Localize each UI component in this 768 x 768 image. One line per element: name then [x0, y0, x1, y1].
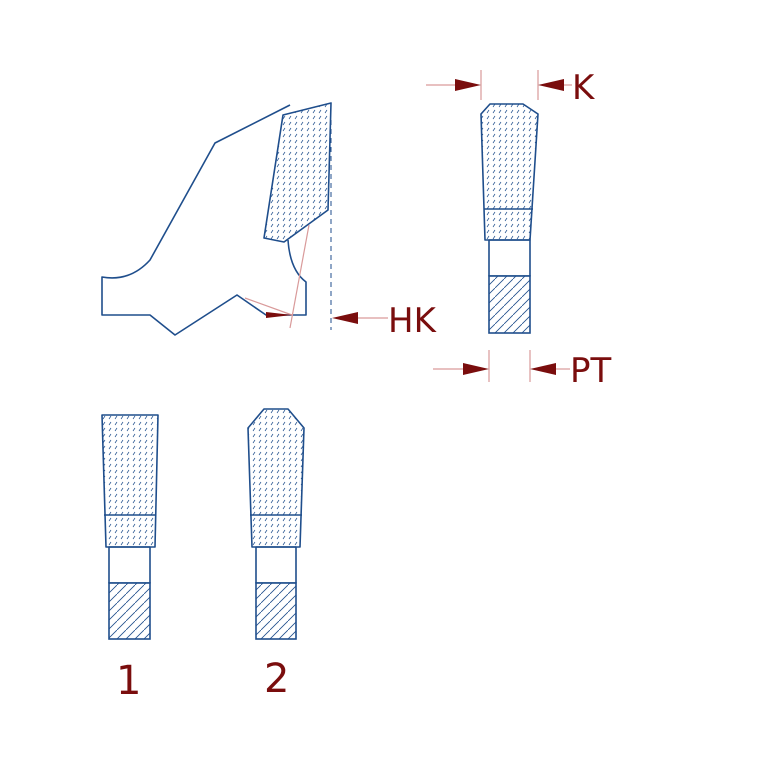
- plate-thickness-dimension: PT: [433, 350, 612, 391]
- tooth-variant-1: 1: [101, 414, 159, 704]
- variant-1-tip: [101, 414, 159, 548]
- k-arrow-right: [538, 79, 564, 91]
- tooth-side-view: [101, 102, 332, 336]
- tooth-front-view: [480, 103, 539, 334]
- plate-upper: [488, 239, 531, 277]
- pt-label: PT: [570, 351, 612, 391]
- hook-arrow-small: [266, 312, 292, 318]
- carbide-tip-side: [263, 102, 332, 243]
- k-arrow-left: [455, 79, 481, 91]
- plate-hatched: [488, 275, 531, 334]
- variant-1-plate-upper: [108, 546, 151, 584]
- variant-2-plate-hatched: [255, 582, 297, 640]
- hook-angle-line: [289, 224, 310, 329]
- variant-2-tip: [247, 408, 305, 548]
- pt-arrow-left: [463, 363, 489, 375]
- variant-1-plate-hatched: [108, 582, 151, 640]
- k-label: K: [572, 68, 596, 108]
- tooth-body-outline: [101, 104, 307, 336]
- tooth-variant-2: 2: [247, 408, 305, 702]
- carbide-tip-front: [480, 103, 539, 241]
- variant-2-label: 2: [264, 656, 289, 702]
- hk-label: HK: [388, 301, 438, 341]
- kerf-dimension: K: [426, 68, 596, 108]
- pt-arrow-right: [530, 363, 556, 375]
- hook-angle-base: [244, 297, 293, 316]
- variant-1-label: 1: [116, 658, 141, 704]
- hook-dimension: HK: [332, 301, 438, 341]
- hk-arrow: [332, 312, 358, 324]
- variant-2-plate-upper: [255, 546, 297, 584]
